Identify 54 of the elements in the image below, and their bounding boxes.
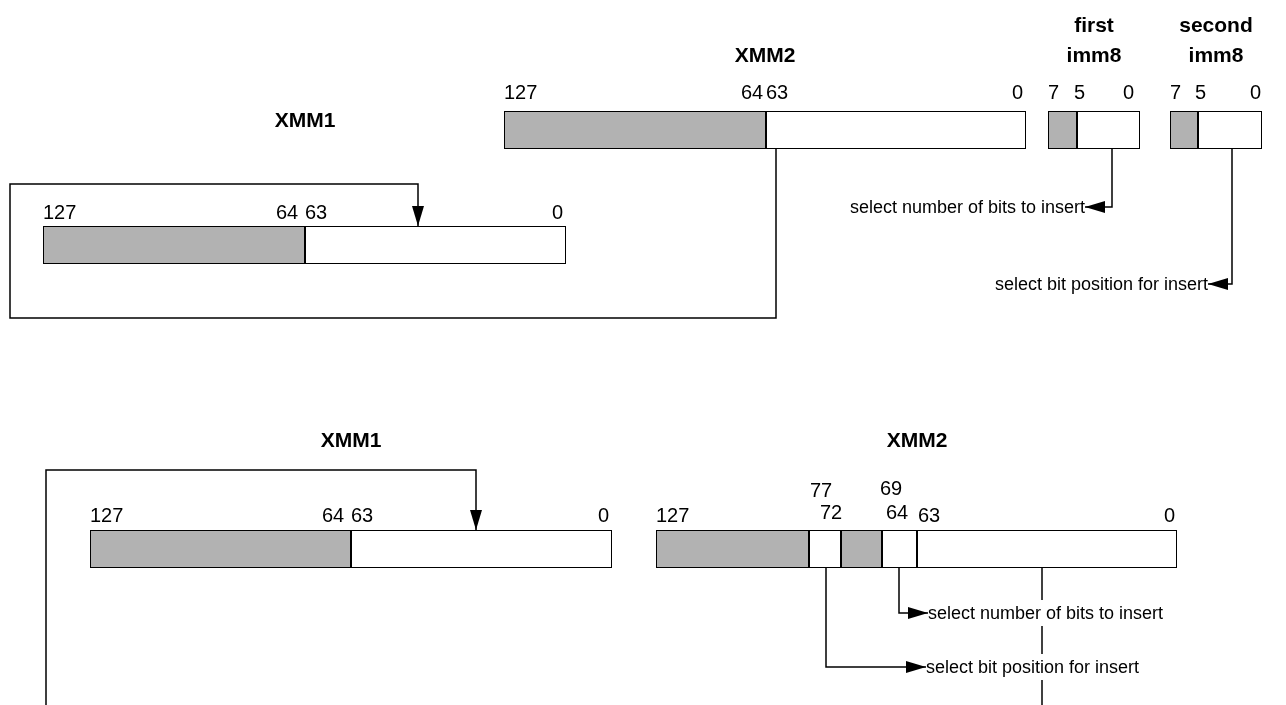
bit-number: 63 [351,503,374,527]
register-bit-field [656,530,809,568]
register-title: first imm8 [1065,12,1123,68]
arrow [9,148,777,319]
bit-number: 0 [1123,80,1135,104]
register-bit-field [917,530,1177,568]
register-bit-field [43,226,305,264]
register-bit-field [1077,111,1140,149]
bit-number: 127 [43,200,77,224]
bit-number: 0 [1164,503,1176,527]
bit-number: 64 [322,503,345,527]
register-bit-field [882,530,917,568]
register-title: second imm8 [1178,12,1254,68]
register-title: XMM2 [885,427,949,453]
arrow [45,469,482,705]
register-bit-field [90,530,351,568]
bit-number: 5 [1195,80,1207,104]
bit-number: 127 [656,503,690,527]
arrow [1084,148,1113,213]
bit-number: 127 [90,503,124,527]
bit-number: 0 [1250,80,1262,104]
bit-number: 64 [886,500,909,524]
bit-number: 69 [880,476,903,500]
register-bit-field [809,530,841,568]
annotation-text: select bit position for insert [926,654,1140,680]
bit-number: 7 [1170,80,1182,104]
register-title: XMM2 [733,42,797,68]
bit-number: 5 [1074,80,1086,104]
arrow [898,567,929,619]
register-bit-field [351,530,612,568]
register-bit-field [1048,111,1077,149]
register-title: XMM1 [319,427,383,453]
register-bit-field [305,226,566,264]
bit-number: 63 [918,503,941,527]
bit-number: 64 [276,200,299,224]
arrow [825,567,927,673]
register-bit-field [1198,111,1262,149]
register-bit-field [766,111,1026,149]
bit-number: 77 [810,478,833,502]
bit-number: 0 [1012,80,1024,104]
register-bit-field [1170,111,1198,149]
bit-number: 72 [820,500,843,524]
annotation-text: select number of bits to insert [928,600,1164,626]
register-bit-field [504,111,766,149]
bit-number: 7 [1048,80,1060,104]
bit-number: 127 [504,80,538,104]
bit-number: 0 [598,503,610,527]
bit-number: 0 [552,200,564,224]
bit-number: 63 [305,200,328,224]
register-bit-field [841,530,882,568]
register-title: XMM1 [273,107,337,133]
bit-number: 64 [741,80,764,104]
bit-number: 63 [766,80,789,104]
arrow [1207,148,1233,290]
